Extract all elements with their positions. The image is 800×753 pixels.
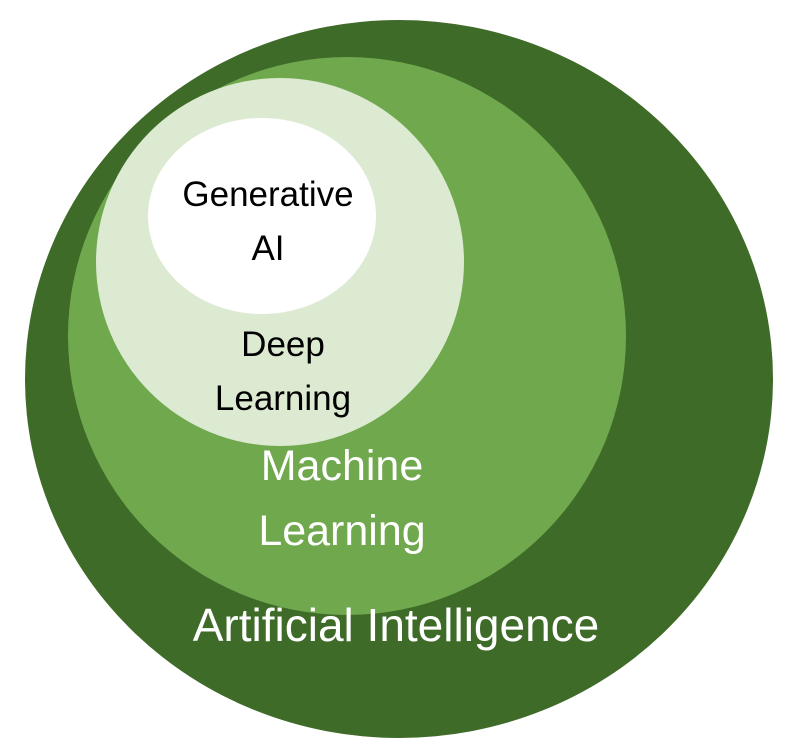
artificial-intelligence-label-text: Artificial Intelligence — [192, 599, 600, 651]
generative-ai-label: Generative AI — [182, 168, 353, 277]
machine-learning-label-line1: Machine — [260, 442, 424, 490]
generative-ai-label-line2: AI — [251, 229, 285, 269]
machine-learning-label-line2: Learning — [258, 506, 426, 555]
deep-learning-label-line2: Learning — [214, 379, 352, 419]
artificial-intelligence-label: Artificial Intelligence — [193, 590, 600, 661]
deep-learning-label: Deep Learning — [215, 318, 351, 427]
machine-learning-label: Machine Learning — [258, 434, 425, 563]
generative-ai-label-line1: Generative — [182, 175, 354, 214]
deep-learning-label-line1: Deep — [241, 325, 325, 364]
generative-ai-circle — [148, 118, 376, 314]
